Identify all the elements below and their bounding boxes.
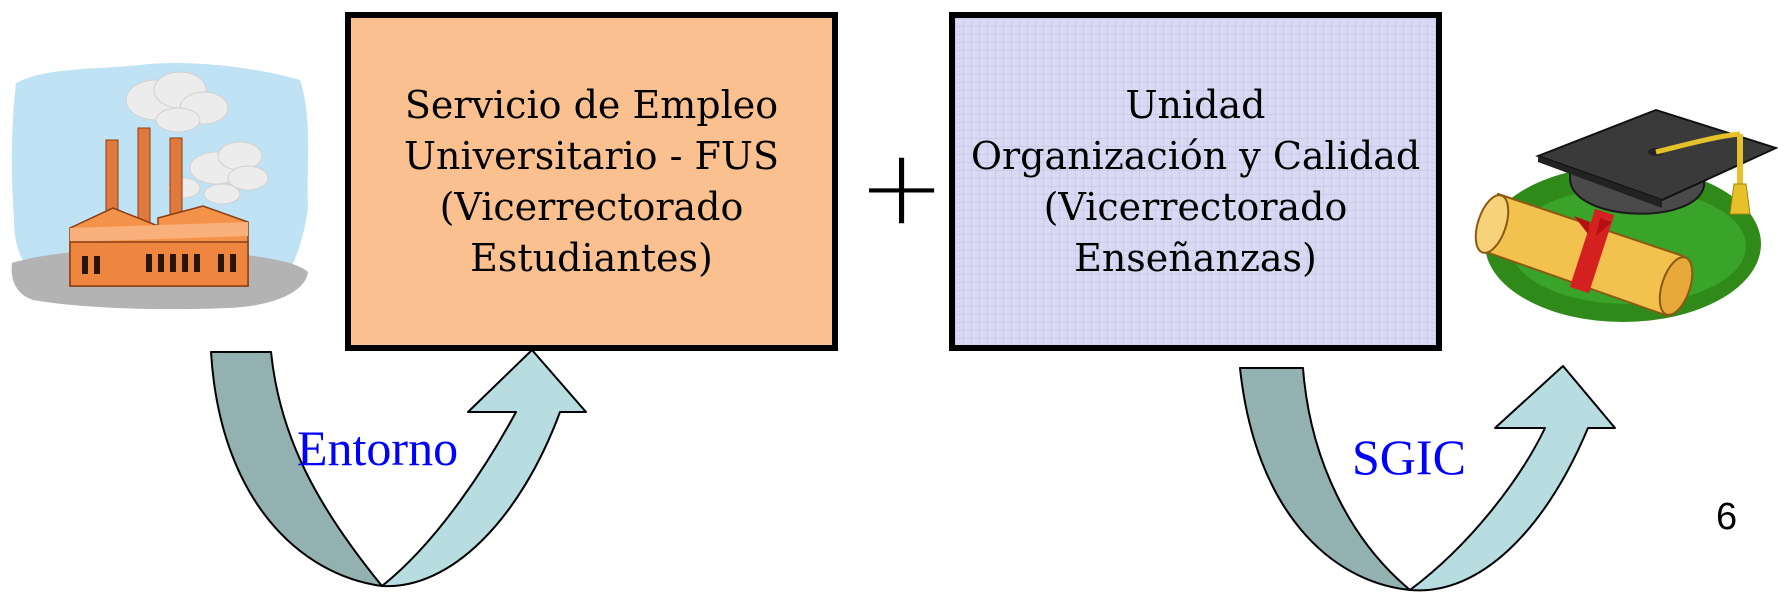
box-line: Universitario - FUS	[404, 133, 779, 178]
unidad-calidad-text: Unidad Organización y Calidad (Vicerrect…	[971, 80, 1420, 284]
sgic-label: SGIC	[1352, 429, 1466, 485]
graduation-cap-icon	[1474, 108, 1778, 322]
factory-icon	[11, 62, 309, 310]
sgic-arrow	[1239, 365, 1616, 592]
entorno-arrow	[210, 349, 587, 588]
box-line: Estudiantes)	[470, 235, 713, 280]
page-number: 6	[1716, 496, 1738, 538]
box-line: Enseñanzas)	[1074, 235, 1317, 280]
servicio-empleo-box: Servicio de Empleo Universitario - FUS (…	[345, 12, 838, 351]
box-line: Unidad	[1125, 82, 1266, 127]
unidad-calidad-box: Unidad Organización y Calidad (Vicerrect…	[949, 12, 1442, 351]
box-line: Organización y Calidad	[970, 133, 1421, 178]
plus-operator: +	[858, 126, 946, 248]
box-line: (Vicerrectorado	[439, 184, 744, 229]
entorno-label: Entorno	[297, 420, 459, 476]
box-line: Servicio de Empleo	[404, 82, 779, 127]
box-line: (Vicerrectorado	[1043, 184, 1348, 229]
servicio-empleo-text: Servicio de Empleo Universitario - FUS (…	[404, 80, 779, 284]
